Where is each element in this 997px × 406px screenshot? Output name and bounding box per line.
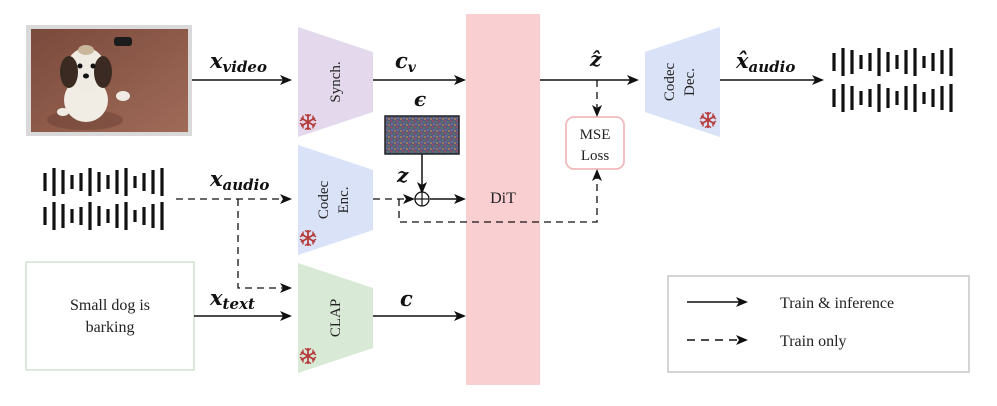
dit-block xyxy=(466,14,540,385)
dashed-arrow-audio-to-clap xyxy=(237,199,292,293)
dashed-arrow-z-to-mse xyxy=(398,169,602,223)
video-frame-image xyxy=(26,25,192,136)
text-prompt-line1: Small dog is xyxy=(70,297,150,314)
label-x-text: xtext xyxy=(209,285,255,313)
output-audio-waveform-top xyxy=(832,48,953,76)
legend-dashed-label: Train only xyxy=(780,333,847,350)
snowflake-icon xyxy=(299,347,317,365)
dit-label: DiT xyxy=(490,190,516,207)
mse-label-line1: MSE xyxy=(580,127,611,143)
label-c-v: cv xyxy=(395,48,417,76)
codec-dec-label-line2: Dec. xyxy=(682,68,698,96)
snowflake-icon xyxy=(699,111,717,129)
input-audio-waveform-bottom xyxy=(43,202,164,230)
input-audio-waveform-top xyxy=(43,168,164,196)
codec-dec-label-line1: Codec xyxy=(662,63,678,102)
codec-decoder-module xyxy=(645,27,720,137)
codec-enc-label-line1: Codec xyxy=(316,181,332,220)
legend-solid-label: Train & inference xyxy=(780,295,894,312)
text-prompt-box xyxy=(25,261,195,371)
text-prompt-line2: barking xyxy=(86,319,135,336)
output-audio-waveform-bottom xyxy=(832,84,953,112)
snowflake-icon xyxy=(299,229,317,247)
clap-label: CLAP xyxy=(328,299,344,337)
label-z: z xyxy=(396,163,409,187)
mse-label-line2: Loss xyxy=(581,148,610,164)
label-x-audio: xaudio xyxy=(209,166,269,194)
label-x-hat-audio: x̂audio xyxy=(735,48,795,76)
synch-label: Synch. xyxy=(328,61,344,102)
circle-plus-icon xyxy=(414,191,430,207)
noise-epsilon-image xyxy=(384,115,460,155)
codec-enc-label-line2: Enc. xyxy=(336,186,352,213)
label-x-video: xvideo xyxy=(209,48,267,76)
codec-encoder-module xyxy=(298,145,373,255)
snowflake-icon xyxy=(299,113,317,131)
label-z-hat: ẑ xyxy=(589,47,602,71)
legend-box xyxy=(667,275,970,373)
label-epsilon: ϵ xyxy=(414,87,426,111)
synch-module xyxy=(298,27,373,137)
clap-module xyxy=(298,263,373,373)
label-c: c xyxy=(400,286,413,311)
